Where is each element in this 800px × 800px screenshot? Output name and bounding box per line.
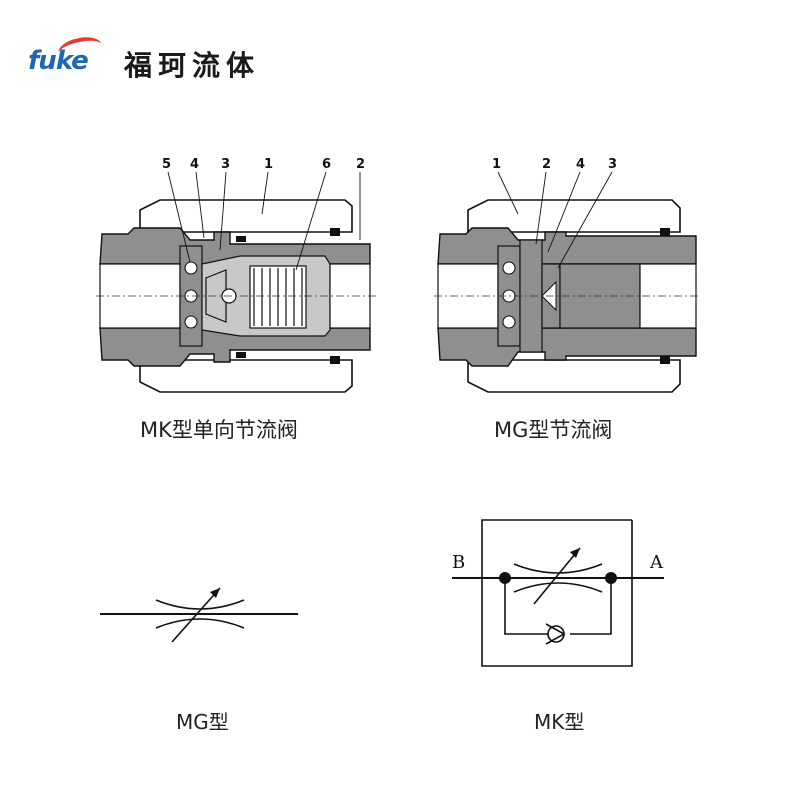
logo-text: fuke	[28, 46, 89, 76]
mk-symbol: B A	[452, 519, 664, 667]
caption-mg-section: MG型节流阀	[494, 418, 613, 442]
mg-symbol	[100, 587, 298, 643]
mg-valve-section: 1 2 4 3	[434, 157, 700, 393]
mg-arrow-icon	[210, 588, 220, 598]
mg-callout-4: 4	[576, 157, 585, 172]
port-a-label: A	[649, 552, 664, 573]
mg-callout-1: 1	[492, 157, 501, 172]
mk-valve-section: 5 4 3 1 6 2	[96, 157, 376, 393]
mk-callout-2: 2	[356, 157, 365, 172]
mk-callout-6: 6	[322, 157, 331, 172]
mk-callout-4: 4	[190, 157, 199, 172]
brand-name: 福珂流体	[124, 49, 261, 82]
caption-mk-section: MK型单向节流阀	[140, 418, 298, 442]
check-ball-icon	[547, 625, 565, 643]
mk-callout-1: 1	[264, 157, 273, 172]
caption-mg-symbol: MG型	[176, 710, 229, 734]
mk-arrow-icon	[570, 548, 580, 558]
brand-logo: fuke 福珂流体	[28, 33, 278, 90]
caption-mk-symbol: MK型	[534, 710, 585, 734]
mk-callout-3: 3	[221, 157, 230, 172]
mk-callout-5: 5	[162, 157, 171, 172]
mg-callout-2: 2	[542, 157, 551, 172]
mg-callout-3: 3	[608, 157, 617, 172]
port-b-label: B	[452, 552, 465, 573]
